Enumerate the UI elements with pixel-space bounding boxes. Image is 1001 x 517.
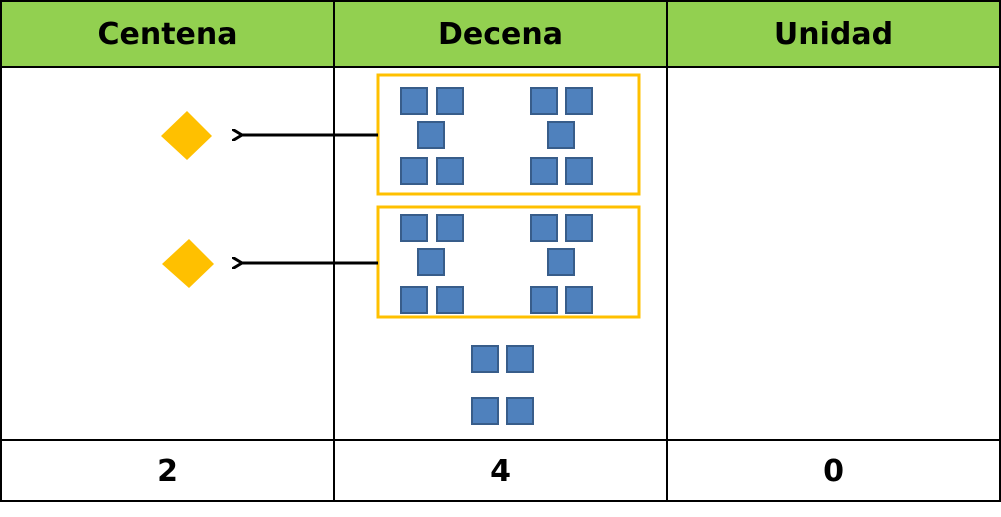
ten-block xyxy=(565,214,593,242)
hundred-diamond-2 xyxy=(162,239,214,288)
ten-block xyxy=(417,248,445,276)
ten-block xyxy=(436,87,464,115)
ten-block xyxy=(506,345,534,373)
ten-blocks-group-2 xyxy=(400,214,593,314)
ten-block xyxy=(436,214,464,242)
ten-block xyxy=(471,397,499,425)
ten-block xyxy=(565,157,593,185)
ten-block xyxy=(400,157,428,185)
ten-block xyxy=(547,248,575,276)
ten-block xyxy=(400,214,428,242)
ten-block xyxy=(530,157,558,185)
ten-block xyxy=(436,157,464,185)
header-unidad: Unidad xyxy=(668,2,999,66)
ten-block xyxy=(547,121,575,149)
header-decena: Decena xyxy=(335,2,666,66)
table-grid-lines xyxy=(0,0,1001,502)
value-centena: 2 xyxy=(157,453,178,489)
ten-block xyxy=(530,87,558,115)
ten-block xyxy=(417,121,445,149)
ten-block xyxy=(471,345,499,373)
ten-block xyxy=(530,286,558,314)
ten-block xyxy=(565,87,593,115)
ten-block xyxy=(565,286,593,314)
value-unidad: 0 xyxy=(823,453,844,489)
ten-block xyxy=(400,87,428,115)
header-centena: Centena xyxy=(2,2,333,66)
ten-block xyxy=(506,397,534,425)
ten-block xyxy=(400,286,428,314)
loose-ten-blocks xyxy=(471,345,534,425)
ten-block xyxy=(530,214,558,242)
hundred-diamond-1 xyxy=(161,111,212,160)
ten-block xyxy=(436,286,464,314)
table-border xyxy=(0,0,1001,502)
value-decena: 4 xyxy=(490,453,511,489)
ten-blocks-group-1 xyxy=(400,87,593,185)
